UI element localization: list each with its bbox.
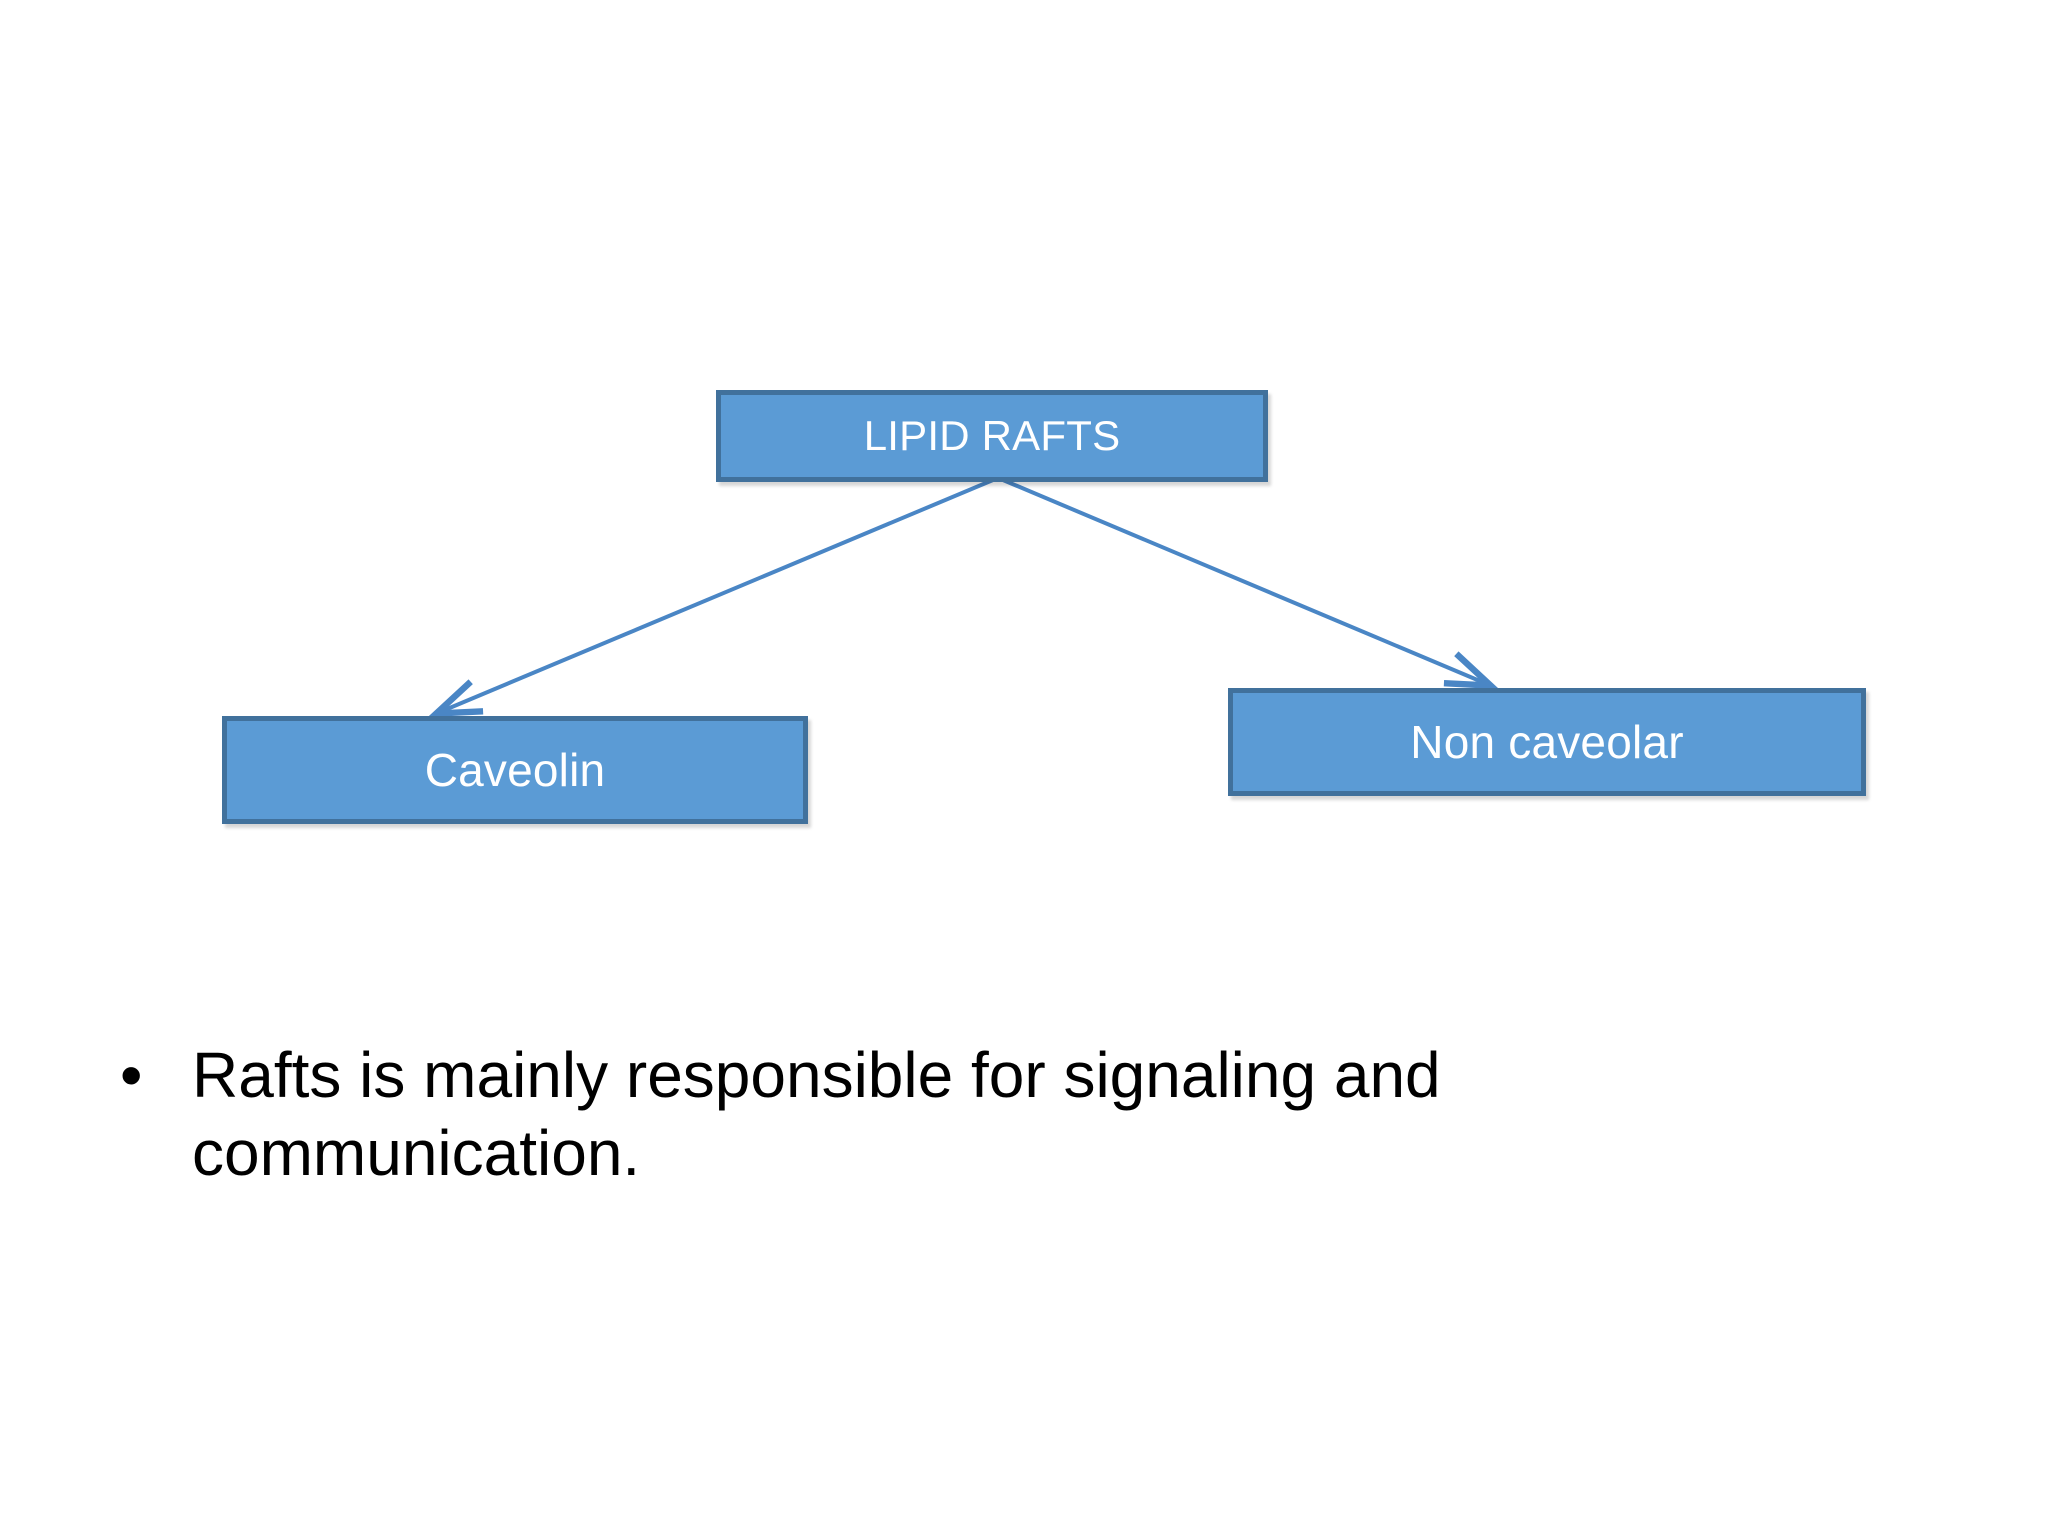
- diagram-node-non-caveolar[interactable]: Non caveolar: [1228, 688, 1866, 796]
- diagram-node-label: LIPID RAFTS: [863, 412, 1121, 459]
- bullet-marker-icon: •: [120, 1039, 143, 1111]
- edge-root-to-caveolin: [440, 478, 994, 712]
- diagram-node-caveolin[interactable]: Caveolin: [222, 716, 808, 824]
- body-text-block: • Rafts is mainly responsible for signal…: [120, 1036, 1840, 1192]
- bullet-text: Rafts is mainly responsible for signalin…: [192, 1039, 1441, 1190]
- edge-root-to-noncaveolar: [1002, 478, 1487, 684]
- diagram-node-lipid-rafts[interactable]: LIPID RAFTS: [716, 390, 1268, 482]
- diagram-node-label: Caveolin: [424, 744, 606, 796]
- diagram-node-label: Non caveolar: [1410, 716, 1684, 768]
- list-item: • Rafts is mainly responsible for signal…: [120, 1036, 1840, 1192]
